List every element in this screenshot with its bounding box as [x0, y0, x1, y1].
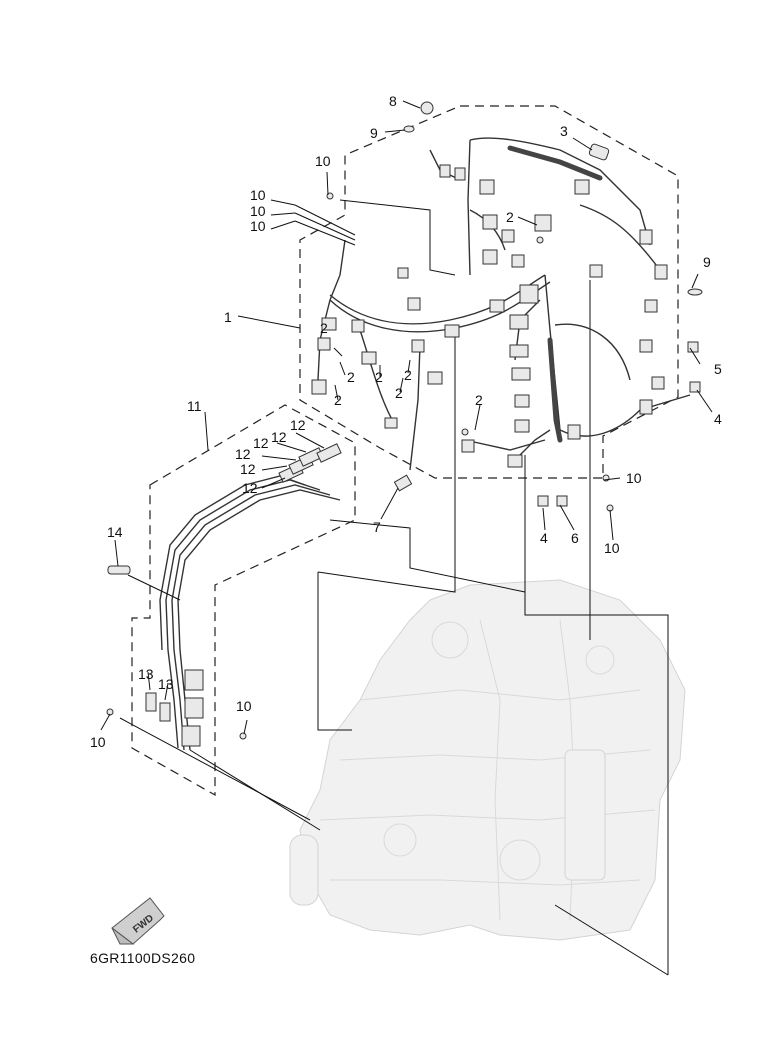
callout-9-b: 9 [703, 254, 711, 270]
callout-10-e: 10 [626, 470, 642, 486]
callout-7: 7 [373, 519, 381, 535]
ignition-harness [107, 443, 342, 751]
callout-10-c: 10 [250, 203, 266, 219]
callout-2-f: 2 [334, 392, 342, 408]
callout-2-h: 2 [475, 392, 483, 408]
fwd-arrow-icon: FWD [111, 897, 165, 945]
callout-9-a: 9 [370, 125, 378, 141]
callout-4-b: 4 [540, 530, 548, 546]
assembly-boundary-main [299, 105, 679, 479]
callout-2-b: 2 [320, 320, 328, 336]
loose-parts [106, 101, 703, 740]
callout-2-e: 2 [404, 367, 412, 383]
callout-10-d: 10 [250, 218, 266, 234]
callout-12-f: 12 [242, 480, 258, 496]
callout-13-a: 13 [138, 666, 154, 682]
callout-labels: 1 2 2 2 2 2 2 2 2 3 4 4 5 6 7 8 9 9 10 1… [90, 93, 722, 750]
callout-12-e: 12 [240, 461, 256, 477]
callout-10-g: 10 [236, 698, 252, 714]
callout-3: 3 [560, 123, 568, 139]
callout-2-c: 2 [347, 369, 355, 385]
callout-5: 5 [714, 361, 722, 377]
connectors-main [311, 164, 668, 468]
callout-8: 8 [389, 93, 397, 109]
callout-2-d: 2 [375, 369, 383, 385]
callout-leaders [100, 100, 713, 735]
callout-14: 14 [107, 524, 123, 540]
callout-10-f: 10 [604, 540, 620, 556]
reference-lines [119, 199, 669, 976]
callout-6: 6 [571, 530, 579, 546]
engine-block-illustration [289, 579, 686, 941]
callout-4-a: 4 [714, 411, 722, 427]
callout-2-a: 2 [506, 209, 514, 225]
callout-13-b: 13 [158, 676, 174, 692]
callout-1: 1 [224, 309, 232, 325]
callout-12-c: 12 [253, 435, 269, 451]
callout-12-a: 12 [290, 417, 306, 433]
callout-10-h: 10 [90, 734, 106, 750]
drawing-code: 6GR1100DS260 [90, 950, 195, 966]
callout-11: 11 [187, 398, 202, 414]
callout-10-b: 10 [250, 187, 266, 203]
callout-12-b: 12 [271, 429, 287, 445]
callout-2-g: 2 [395, 385, 403, 401]
assembly-boundary-ignition [131, 404, 356, 797]
callout-10-a: 10 [315, 153, 331, 169]
callout-12-d: 12 [235, 446, 251, 462]
